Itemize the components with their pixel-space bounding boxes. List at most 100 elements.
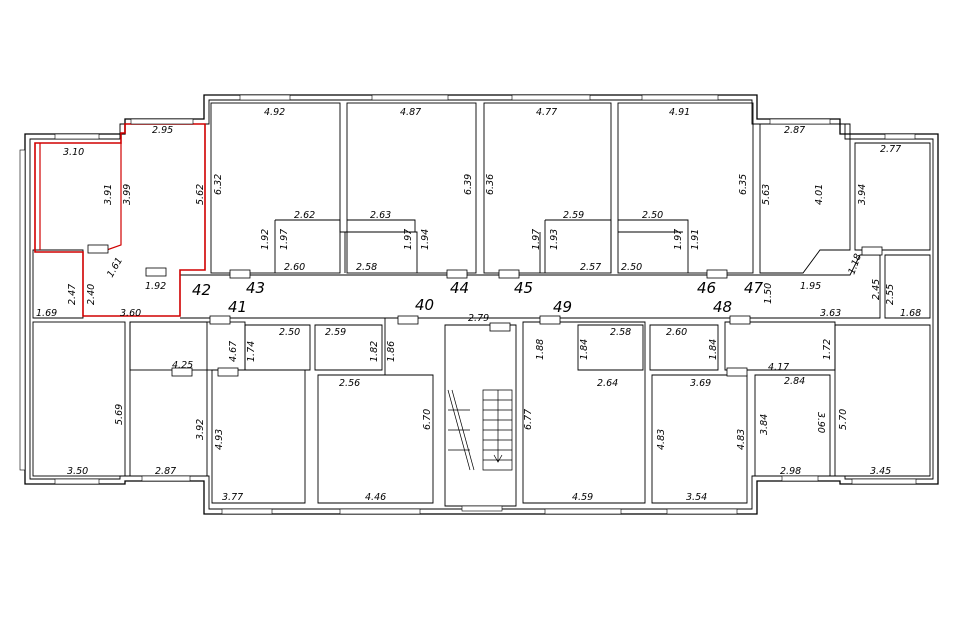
dimension-label: 3.45 [870, 466, 891, 477]
dimension-label: 2.58 [356, 262, 377, 273]
dimension-label: 3.99 [122, 184, 133, 205]
dimension-label: 1.72 [822, 339, 833, 360]
dimension-label: 1.97 [531, 229, 542, 250]
dimension-label: 4.92 [264, 107, 285, 118]
dimension-label: 5.69 [114, 404, 125, 425]
dimension-label: 4.83 [656, 429, 667, 450]
room-number: 49 [553, 298, 572, 316]
dimension-label: 4.87 [400, 107, 421, 118]
dimension-label: 2.50 [642, 210, 663, 221]
windows [19, 94, 917, 515]
dimension-label: 1.92 [145, 281, 166, 292]
dimension-label: 1.82 [369, 341, 380, 362]
dimension-label: 1.94 [420, 229, 431, 250]
dimension-label: 2.95 [152, 125, 173, 136]
doors [87, 244, 883, 377]
dimension-label: 2.55 [885, 284, 896, 305]
top-rooms [32, 102, 931, 319]
stairwell [447, 389, 513, 471]
outer-walls [24, 94, 939, 515]
dimension-label: 3.10 [63, 147, 84, 158]
room-number: 40 [415, 296, 434, 314]
room-number: 47 [744, 279, 764, 297]
dimension-label: 4.93 [214, 429, 225, 450]
dimension-label: 5.63 [761, 184, 772, 205]
dimension-label: 4.17 [768, 362, 789, 373]
dimension-label: 1.86 [386, 341, 397, 362]
dimension-label: 3.54 [686, 492, 707, 503]
dimension-label: 3.60 [120, 308, 141, 319]
dimension-label: 1.84 [579, 339, 590, 360]
dimension-label: 2.57 [580, 262, 601, 273]
dimension-label: 2.98 [780, 466, 801, 477]
room-number: 42 [192, 281, 211, 299]
dimension-label: 2.47 [67, 284, 78, 305]
dimension-label: 1.68 [900, 308, 921, 319]
dimension-label: 3.50 [67, 466, 88, 477]
dimension-label: 3.91 [103, 184, 114, 205]
dimension-label: 1.69 [36, 308, 57, 319]
dimension-label: 4.91 [669, 107, 690, 118]
dimension-label: 6.32 [213, 174, 224, 195]
dimension-label: 1.61 [105, 256, 125, 280]
dimension-label: 2.62 [294, 210, 315, 221]
dimension-label: 1.95 [800, 281, 821, 292]
dimension-label: 1.93 [549, 229, 560, 250]
room-number: 46 [697, 279, 716, 297]
dimension-label: 3.94 [857, 184, 868, 205]
dimension-label: 2.59 [563, 210, 584, 221]
dimension-label: 4.59 [572, 492, 593, 503]
room-number: 44 [450, 279, 469, 297]
room-number: 48 [713, 298, 732, 316]
dimension-label: 4.67 [228, 341, 239, 362]
dimension-label: 3.92 [195, 419, 206, 440]
dimension-label: 6.77 [523, 409, 534, 430]
dimension-label: 2.79 [468, 313, 489, 324]
dimension-label: 6.39 [463, 174, 474, 195]
dimension-label: 2.50 [279, 327, 300, 338]
dimension-label: 3.69 [690, 378, 711, 389]
dimension-label: 2.45 [871, 279, 882, 300]
highlighted-apartment [34, 123, 206, 317]
dimension-label: 5.70 [838, 409, 849, 430]
dimension-label: 2.60 [666, 327, 687, 338]
dimension-label: 2.40 [86, 284, 97, 305]
dimension-label: 4.25 [172, 360, 193, 371]
dimension-label: 1.92 [260, 229, 271, 250]
dimension-label: 2.58 [610, 327, 631, 338]
dimension-label: 4.46 [365, 492, 386, 503]
dimension-label: 2.84 [784, 376, 805, 387]
dimension-label: 1.84 [708, 339, 719, 360]
dimension-label: 6.70 [422, 409, 433, 430]
dimension-label: 2.87 [784, 125, 805, 136]
room-numbers: 40 41 42 43 44 45 46 47 48 49 [192, 279, 764, 316]
dimension-label: 3.63 [820, 308, 841, 319]
room-number: 45 [514, 279, 533, 297]
dimension-label: 2.59 [325, 327, 346, 338]
dimension-label: 1.88 [535, 339, 546, 360]
corridor-walls [180, 274, 785, 319]
dimension-label: 1.97 [403, 229, 414, 250]
room-number: 41 [228, 298, 247, 316]
dimension-label: 2.77 [880, 144, 901, 155]
dimension-label: 1.18 [846, 252, 864, 276]
dimension-label: 1.97 [673, 229, 684, 250]
dimension-label: 6.36 [485, 174, 496, 195]
dimension-label: 4.83 [736, 429, 747, 450]
dimension-label: 2.87 [155, 466, 176, 477]
dimension-label: 5.62 [195, 184, 206, 205]
dimension-label: 4.01 [814, 184, 825, 205]
dimension-label: 1.74 [246, 341, 257, 362]
dimension-label: 2.50 [621, 262, 642, 273]
dimension-label: 1.50 [763, 283, 774, 304]
dimension-label: 4.77 [536, 107, 557, 118]
dimension-labels: 2.95 3.10 3.91 3.99 5.62 1.61 1.92 2.47 … [36, 107, 921, 503]
dimension-label: 6.35 [738, 174, 749, 195]
dimension-label: 1.91 [690, 229, 701, 250]
dimension-label: 3.77 [222, 492, 243, 503]
dimension-label: 2.64 [597, 378, 618, 389]
dimension-label: 2.63 [370, 210, 391, 221]
dimension-label: 3.84 [759, 414, 770, 435]
dimension-label: 2.56 [339, 378, 360, 389]
